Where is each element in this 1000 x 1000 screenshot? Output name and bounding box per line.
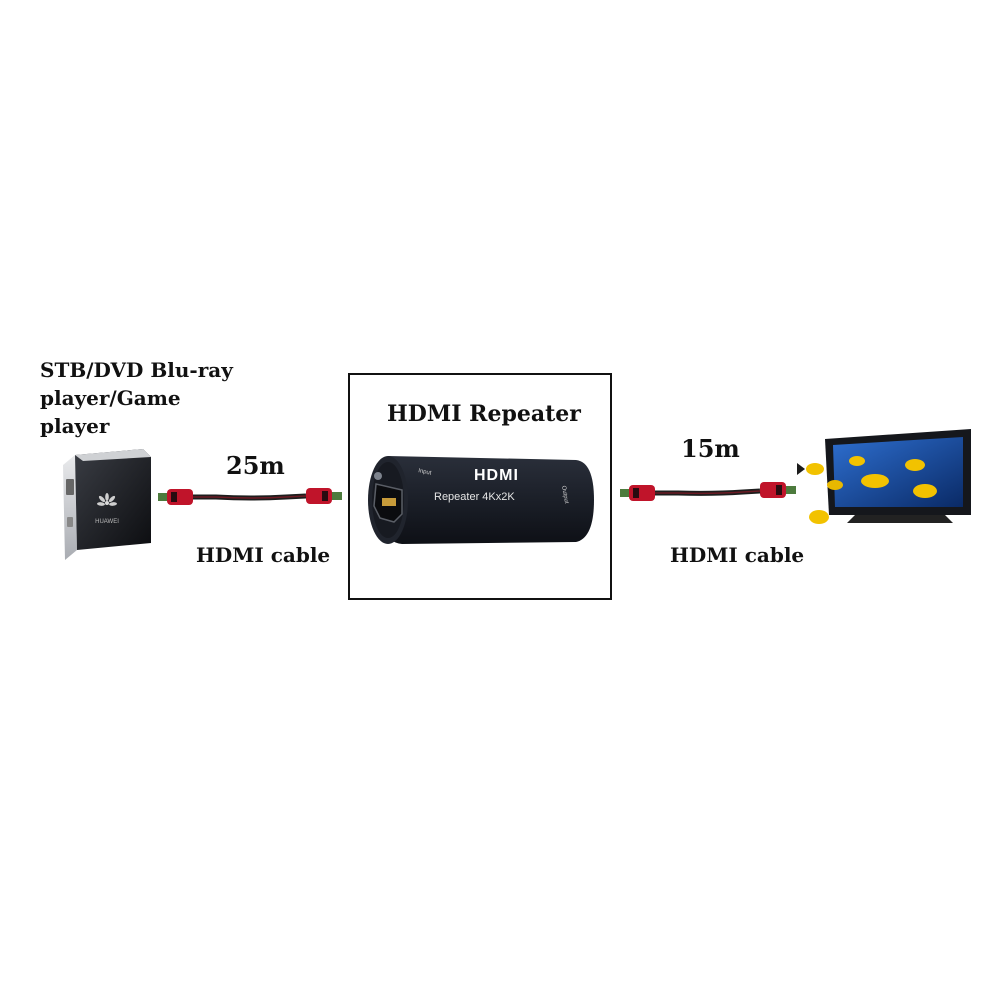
repeater-logo: HDMI bbox=[474, 467, 519, 484]
source-brand-text: HUAWEI bbox=[95, 519, 119, 525]
source-label-line1: STB/DVD Blu-ray bbox=[40, 358, 233, 382]
repeater-title: HDMI Repeater bbox=[387, 401, 581, 427]
source-label-line2: player/Game player bbox=[40, 386, 181, 438]
right-cable-label: HDMI cable bbox=[670, 543, 805, 567]
repeater-port-label-left: Input bbox=[418, 468, 433, 477]
repeater-model-text: Repeater 4Kx2K bbox=[434, 491, 515, 503]
source-device-image: HUAWEI bbox=[55, 445, 155, 563]
tv-display-image bbox=[795, 425, 975, 535]
repeater-port-label-right: Output bbox=[560, 485, 569, 504]
left-hdmi-cable bbox=[156, 484, 346, 510]
left-distance: 25m bbox=[226, 451, 285, 480]
right-hdmi-cable bbox=[618, 480, 800, 506]
right-distance: 15m bbox=[681, 434, 740, 463]
repeater-device-image: HDMI Repeater 4Kx2K Input Output bbox=[362, 450, 598, 550]
source-device-label: STB/DVD Blu-ray player/Game player bbox=[40, 356, 240, 440]
left-cable-label: HDMI cable bbox=[196, 543, 331, 567]
